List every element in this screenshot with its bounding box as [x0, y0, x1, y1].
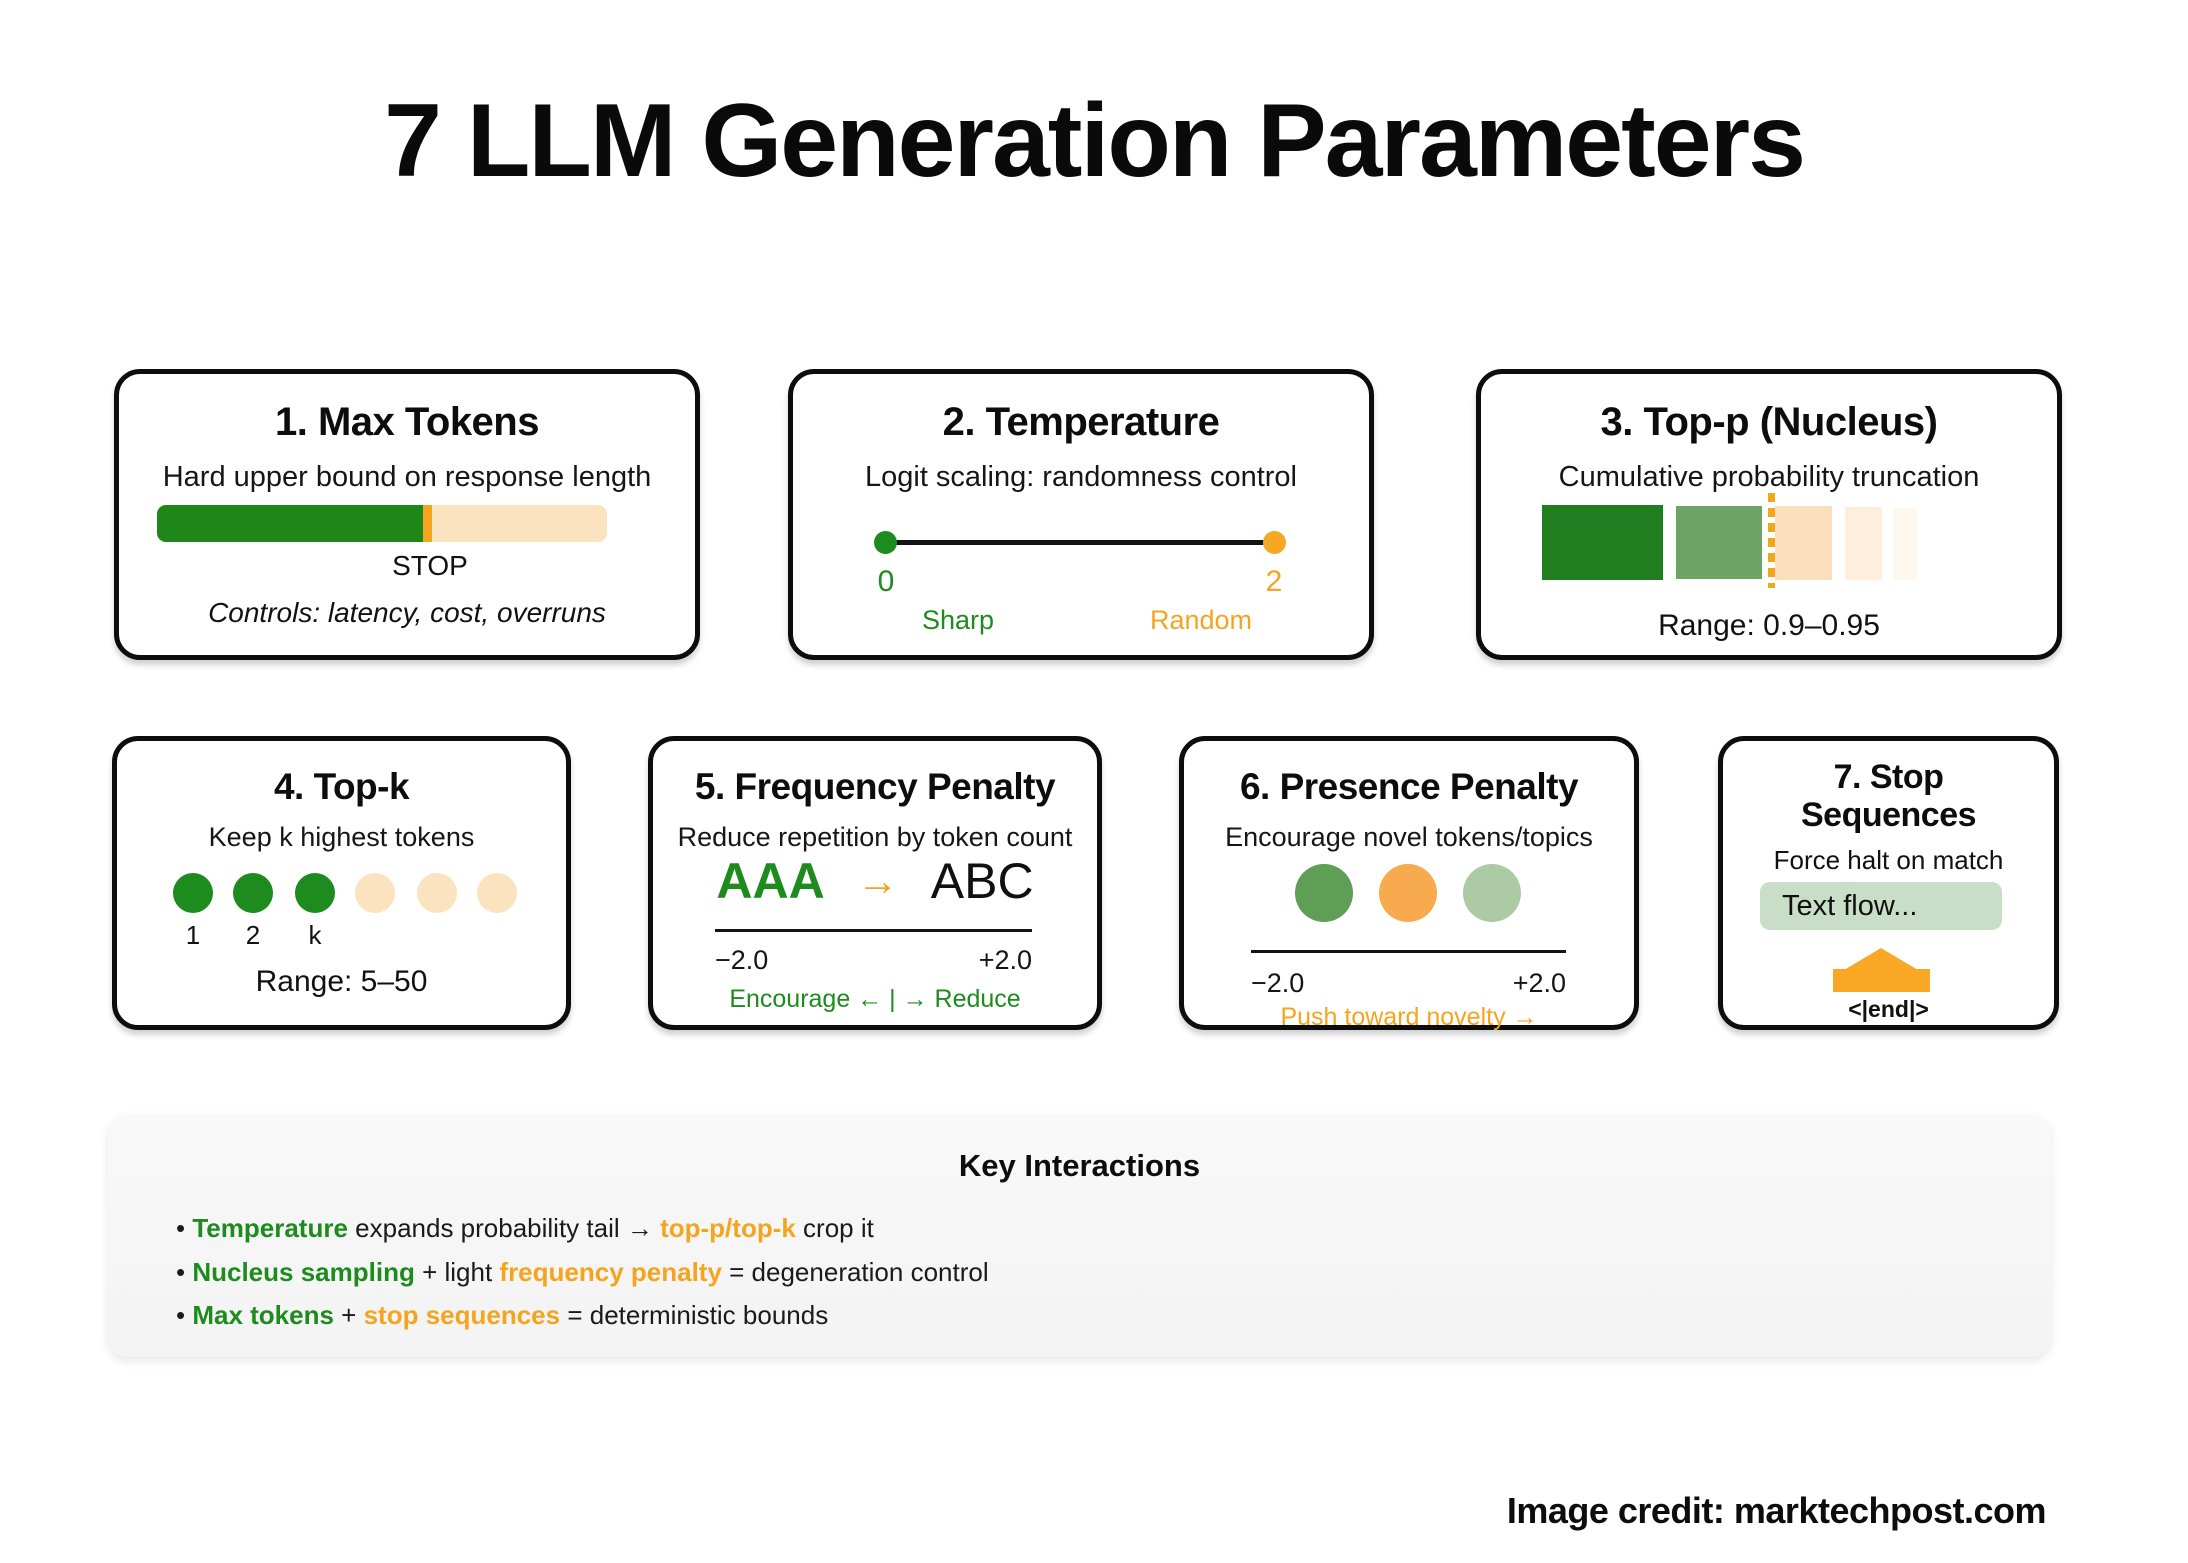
card-max-tokens: 1. Max Tokens Hard upper bound on respon… [114, 369, 700, 660]
bullet-segment: Temperature [192, 1213, 348, 1243]
probability-block-4 [1845, 507, 1882, 580]
slider-dot-max [1263, 531, 1286, 554]
card-temperature-subtitle: Logit scaling: randomness control [864, 461, 1297, 493]
text-flow-box: Text flow... [1760, 882, 2002, 930]
key-interactions-title: Key Interactions [958, 1148, 1201, 1183]
card-presence-penalty-title: 6. Presence Penalty [1239, 766, 1579, 807]
token-circle-dropped [355, 873, 395, 913]
card-top-p-subtitle: Cumulative probability truncation [1558, 461, 1980, 493]
card-max-tokens-subtitle: Hard upper bound on response length [162, 461, 652, 493]
presence-scale-note: Push toward novelty → [1280, 1003, 1538, 1031]
card-presence-penalty-subtitle: Encourage novel tokens/topics [1225, 822, 1593, 852]
card-stop-sequences-subtitle: Force halt on match [1773, 845, 2004, 875]
top-k-label-2: 2 [245, 920, 261, 950]
bullet-segment: Nucleus sampling [192, 1257, 415, 1287]
bar-remainder [432, 505, 607, 542]
max-tokens-note: Controls: latency, cost, overruns [208, 597, 606, 628]
card-frequency-penalty: 5. Frequency Penalty Reduce repetition b… [648, 736, 1102, 1030]
token-circle-dropped [417, 873, 457, 913]
repetition-after: ABC [930, 853, 1034, 909]
temperature-max: 2 [1265, 565, 1283, 598]
penalty-max: +2.0 [978, 945, 1032, 975]
bullet-dot: • [176, 1300, 186, 1330]
stop-label: STOP [392, 550, 468, 581]
probability-block-3 [1775, 506, 1832, 580]
stop-arrow-base [1833, 969, 1930, 992]
bullet-dot: • [176, 1213, 186, 1243]
page-title: 7 LLM Generation Parameters [384, 83, 1806, 199]
end-token-label: <|end|> [1848, 996, 1929, 1022]
bullet-segment: = degeneration control [721, 1257, 989, 1287]
stop-arrow-icon [1844, 948, 1918, 970]
temperature-max-label: Random [1149, 605, 1253, 635]
key-interactions-panel: Key Interactions • Temperature expands p… [108, 1115, 2051, 1357]
bullet-segment: + [333, 1300, 364, 1330]
bullet-segment: crop it [795, 1213, 874, 1243]
penalty-scale-line [1251, 950, 1566, 953]
probability-block-5 [1893, 508, 1917, 580]
bullet-segment: expands probability tail → [347, 1213, 661, 1243]
card-temperature-title: 2. Temperature [942, 400, 1220, 444]
novelty-circle-orange [1379, 864, 1437, 922]
card-temperature: 2. Temperature Logit scaling: randomness… [788, 369, 1374, 660]
bullet-segment: stop sequences [363, 1300, 561, 1330]
top-k-label-1: 1 [185, 920, 201, 950]
card-stop-sequences: 7. Stop Sequences Force halt on match Te… [1718, 736, 2059, 1030]
top-k-range: Range: 5–50 [255, 965, 428, 998]
card-stop-sequences-title: 7. Stop Sequences [1800, 758, 1977, 834]
penalty-scale-line [715, 929, 1032, 932]
bullet-segment: + light [414, 1257, 500, 1287]
top-p-range: Range: 0.9–0.95 [1658, 609, 1880, 642]
temperature-min-label: Sharp [921, 605, 995, 635]
card-frequency-penalty-title: 5. Frequency Penalty [694, 766, 1056, 807]
token-circle-kept [295, 873, 335, 913]
token-circle-dropped [477, 873, 517, 913]
bar-stop-marker [423, 505, 432, 542]
card-top-k-title: 4. Top-k [273, 766, 410, 807]
top-k-label-k: k [308, 920, 322, 950]
token-circle-kept [233, 873, 273, 913]
card-max-tokens-title: 1. Max Tokens [275, 400, 539, 444]
temperature-min: 0 [877, 565, 895, 598]
token-progress-bar [157, 505, 607, 542]
frequency-scale-note: Encourage ← | → Reduce [729, 985, 1021, 1013]
bullet-segment: = deterministic bounds [560, 1300, 829, 1330]
bullet-segment: Max tokens [192, 1300, 334, 1330]
penalty-min: −2.0 [1251, 968, 1305, 998]
key-interaction-bullet-3: • Max tokens + stop sequences = determin… [176, 1300, 828, 1331]
slider-dot-min [874, 531, 897, 554]
card-presence-penalty: 6. Presence Penalty Encourage novel toke… [1179, 736, 1639, 1031]
card-frequency-penalty-subtitle: Reduce repetition by token count [677, 822, 1073, 852]
transform-arrow-icon: → [856, 857, 899, 904]
penalty-min: −2.0 [715, 945, 769, 975]
bullet-segment: top-p/top-k [660, 1213, 796, 1243]
bullet-dot: • [176, 1257, 186, 1287]
card-top-k: 4. Top-k Keep k highest tokens 1 2 k Ran… [112, 736, 571, 1030]
card-top-p-title: 3. Top-p (Nucleus) [1600, 400, 1938, 444]
bullet-segment: frequency penalty [499, 1257, 722, 1287]
probability-block-1 [1542, 505, 1663, 580]
key-interaction-bullet-2: • Nucleus sampling + light frequency pen… [176, 1257, 989, 1288]
token-circle-kept [173, 873, 213, 913]
novelty-circle-green [1295, 864, 1353, 922]
key-interaction-bullet-1: • Temperature expands probability tail →… [176, 1213, 874, 1244]
penalty-max: +2.0 [1512, 968, 1566, 998]
temperature-slider-track [886, 540, 1274, 545]
text-flow-label: Text flow... [1782, 890, 1918, 922]
card-top-k-subtitle: Keep k highest tokens [208, 822, 475, 852]
probability-block-2 [1676, 506, 1762, 579]
novelty-circle-light-green [1463, 864, 1521, 922]
image-credit: Image credit: marktechpost.com [1506, 1490, 2047, 1531]
repetition-before: AAA [716, 853, 825, 909]
bar-fill-green [157, 505, 423, 542]
cutoff-dashed-line [1768, 493, 1775, 588]
card-top-p: 3. Top-p (Nucleus) Cumulative probabilit… [1476, 369, 2062, 660]
